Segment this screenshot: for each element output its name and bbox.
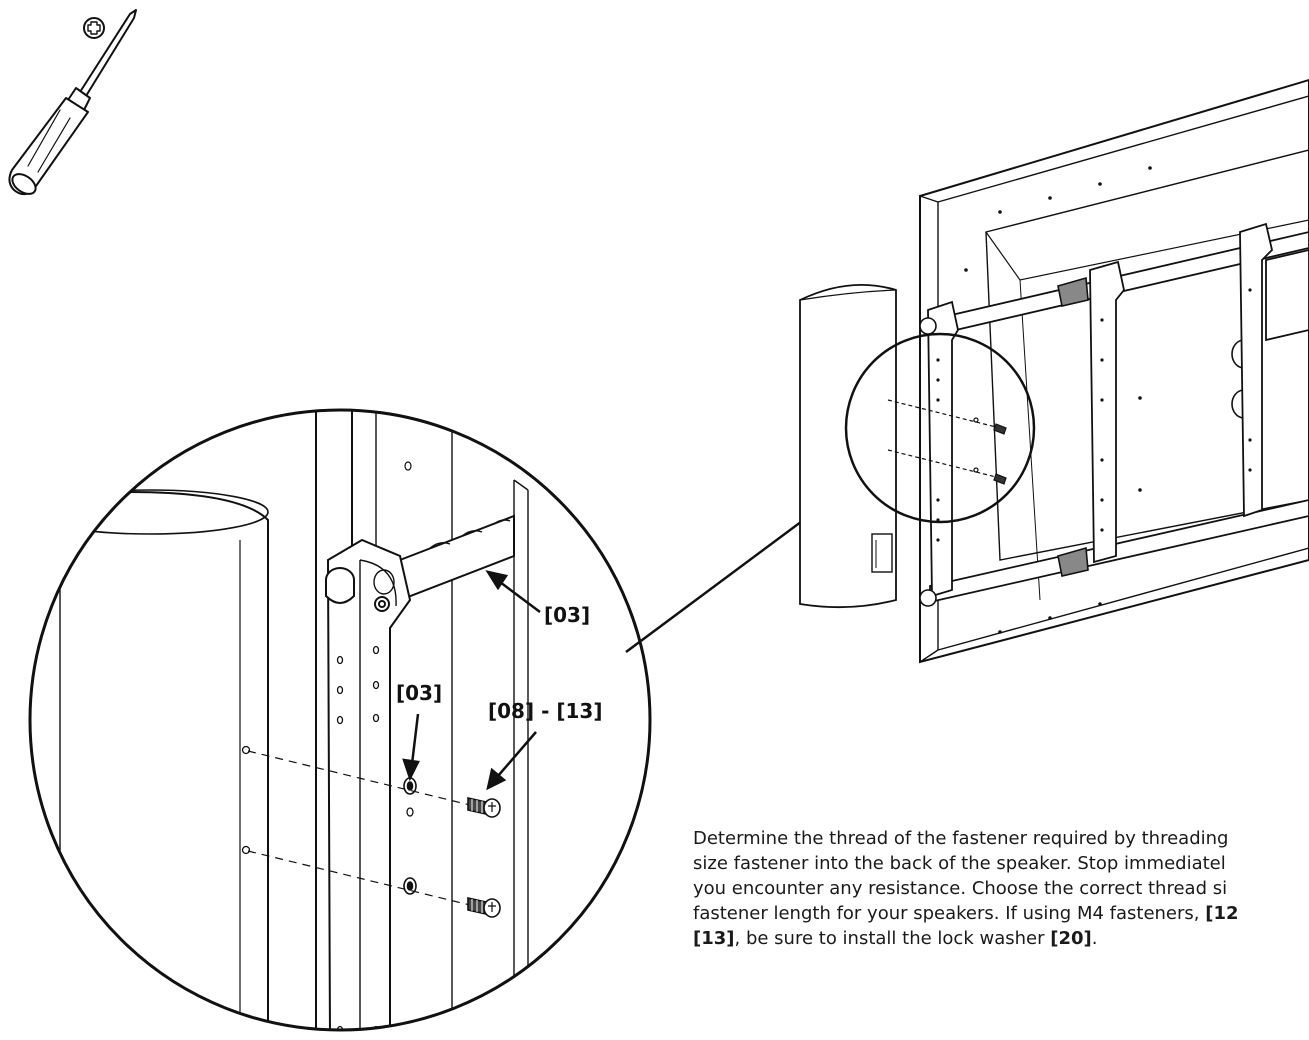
fasteners: [467, 797, 501, 918]
fastener-top: [467, 797, 501, 818]
instruction-line-5-text: , be sure to install the lock washer: [734, 928, 1051, 949]
screwdriver-shaft: [79, 9, 137, 97]
mounting-holes: [403, 777, 417, 895]
instruction-text: Determine the thread of the fastener req…: [693, 826, 1309, 966]
overview-fasteners: [887, 399, 1007, 485]
detail-circle-border: [28, 408, 652, 1032]
instruction-line-4: fastener length for your speakers. If us…: [693, 901, 1309, 926]
part-ref-13: [13]: [693, 928, 735, 949]
detail-zoom-view: [28, 408, 652, 1032]
overview-tv-dots: [964, 166, 1152, 634]
part-ref-20: [20]: [1050, 928, 1092, 949]
hole-callout-arrow: [402, 713, 420, 782]
bracket-holes: [336, 645, 414, 1030]
overview-highlight-circle: [844, 332, 1036, 524]
alignment-lines: [247, 750, 471, 906]
vertical-bracket: [326, 538, 412, 1030]
instruction-line-1: Determine the thread of the fastener req…: [693, 828, 1229, 849]
rail-end-knob: [325, 567, 395, 612]
instruction-line-5: [13], be sure to install the lock washer…: [693, 926, 1309, 951]
rail-callout-arrow: [485, 570, 541, 613]
instruction-line-4-text: fastener length for your speakers. If us…: [693, 903, 1206, 924]
overview-rail-knobs: [919, 317, 937, 607]
speaker-body: [30, 490, 269, 1030]
phillips-screwdriver-icon: [8, 9, 137, 196]
instruction-line-5-end: .: [1091, 928, 1098, 949]
instruction-line-2: size fastener into the back of the speak…: [693, 853, 1226, 874]
part-ref-12: [12: [1205, 903, 1239, 924]
fastener-callout-arrow: [486, 731, 537, 791]
instruction-line-3: you encounter any resistance. Choose the…: [693, 878, 1228, 899]
fastener-bottom: [467, 897, 501, 918]
overview-vertical-brackets: [927, 222, 1309, 598]
callout-arrows: [402, 570, 541, 791]
overview-illustration: [799, 78, 1309, 664]
hole-callout-label: [03]: [396, 681, 442, 705]
rail-callout-label: [03]: [544, 603, 590, 627]
fastener-callout-label: [08] - [13]: [488, 699, 602, 723]
